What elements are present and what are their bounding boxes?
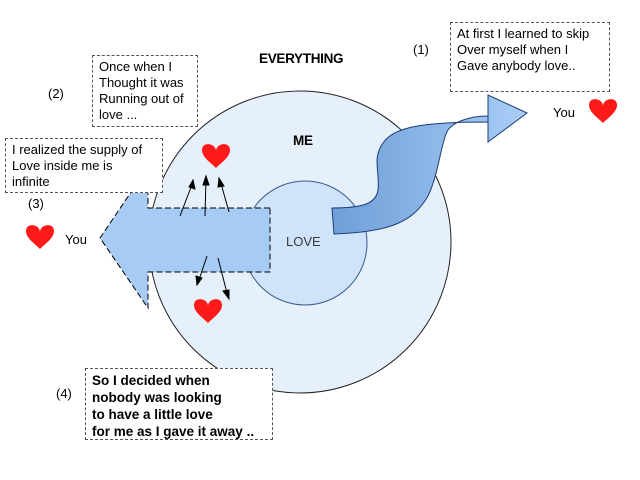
step-1-note: At first I learned to skip Over myself w… [450,22,610,92]
step-3-number: (3) [28,196,44,211]
small-arrows [179,174,230,301]
me-label: ME [293,133,313,148]
give-love-arrow [99,165,271,310]
step-4-number: (4) [56,386,72,401]
step-2-number: (2) [48,86,64,101]
you-right-label: You [553,105,575,120]
love-label: LOVE [286,234,321,249]
step-1-number: (1) [413,42,429,57]
step-3-note: I realized the supply of Love inside me … [5,138,163,193]
you-left-label: You [65,232,87,247]
step-2-note: Once when I Thought it was Running out o… [92,55,198,127]
skip-arrow [331,94,528,235]
step-4-note: So I decided when nobody was looking to … [85,368,273,440]
heart-icon [589,99,617,123]
everything-label: EVERYTHING [259,51,344,66]
heart-icon [26,225,54,249]
